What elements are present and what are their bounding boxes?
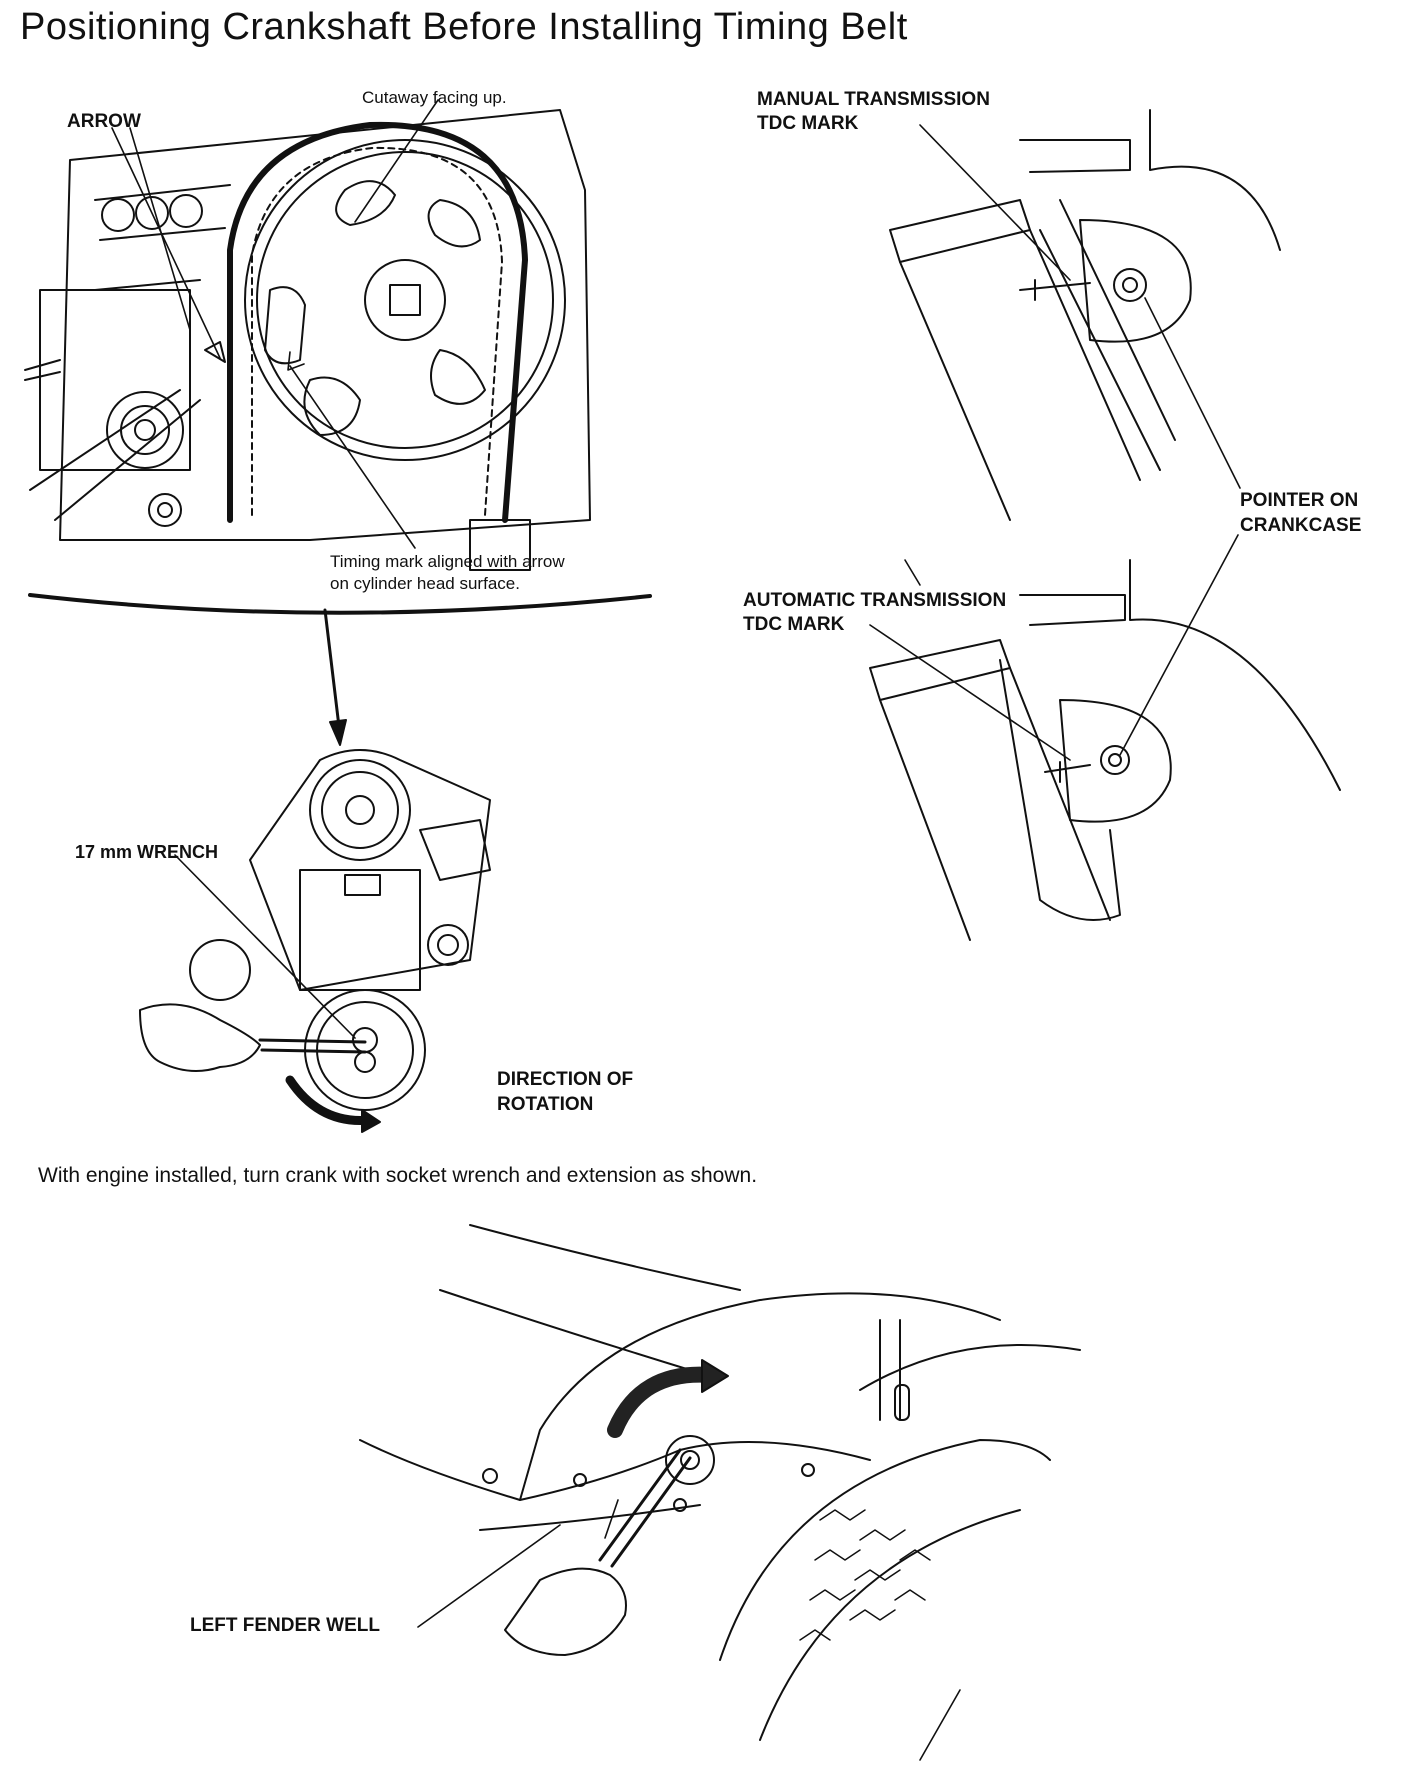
timing-mark-note-line1: Timing mark aligned with arrow [330,552,565,571]
direction-label-line1: DIRECTION OF [497,1069,634,1090]
pointer-label-line1: POINTER ON [1240,490,1359,511]
automatic-tdc-label-line2: TDC MARK [743,614,845,635]
direction-label-line2: ROTATION [497,1094,594,1115]
timing-mark-note-line2: on cylinder head surface. [330,574,520,593]
arrow-label: ARROW [67,111,141,132]
page-title: Positioning Crankshaft Before Installing… [20,6,908,48]
fender-well-label: LEFT FENDER WELL [190,1615,380,1636]
engine-wrench-figure [140,750,490,1132]
fender-well-figure [360,1225,1080,1760]
down-arrowhead [330,720,346,745]
manual-tdc-label-line2: TDC MARK [757,113,859,134]
instruction-caption: With engine installed, turn crank with s… [38,1164,758,1187]
pointer-label-line2: CRANKCASE [1240,515,1362,536]
down-arrow [325,610,340,735]
camshaft-pulley-figure [25,100,590,570]
cutaway-note: Cutaway facing up. [362,88,507,107]
manual-tdc-figure [890,110,1280,520]
divider-arc [30,595,650,613]
automatic-tdc-figure [870,535,1340,940]
manual-tdc-label-line1: MANUAL TRANSMISSION [757,89,990,110]
automatic-tdc-label-line1: AUTOMATIC TRANSMISSION [743,590,1007,611]
wrench-label: 17 mm WRENCH [75,842,219,862]
